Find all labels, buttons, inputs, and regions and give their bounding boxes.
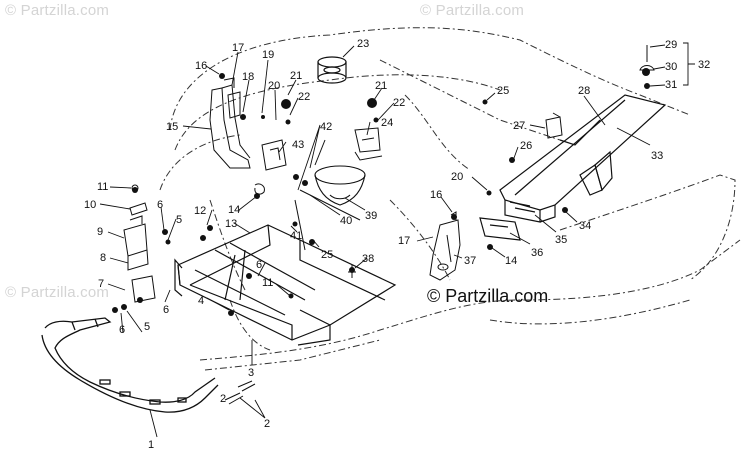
callout-25b: 25: [497, 85, 509, 97]
callout-37: 37: [464, 255, 476, 267]
callout-31: 31: [665, 79, 677, 91]
callout-17b: 17: [398, 235, 410, 247]
callout-38: 38: [362, 253, 374, 265]
callout-16: 16: [195, 60, 207, 72]
callout-13: 13: [225, 218, 237, 230]
callout-6c: 6: [163, 304, 169, 316]
front-frame: [174, 224, 397, 346]
callouts: 1 2 2 3 4 5 5 6 6 6 6 7 8 9 10 11 11 12 …: [84, 38, 710, 451]
callout-40: 40: [340, 215, 352, 227]
callout-39: 39: [365, 210, 377, 222]
callout-16b: 16: [430, 189, 442, 201]
callout-12: 12: [194, 205, 206, 217]
left-bracket-assembly: [123, 184, 156, 303]
callout-26: 26: [520, 140, 532, 152]
bumper-bolts: [224, 380, 256, 405]
callout-21b: 21: [375, 80, 387, 92]
callout-8: 8: [100, 252, 106, 264]
watermark: © Partzilla.com: [5, 284, 110, 301]
callout-14: 14: [228, 204, 240, 216]
callout-34: 34: [579, 220, 591, 232]
callout-10: 10: [84, 199, 96, 211]
clutch-pulley: [317, 56, 347, 84]
mount-bracket: [354, 127, 383, 161]
callout-41: 41: [290, 230, 302, 242]
callout-6: 6: [119, 324, 125, 336]
callout-7: 7: [98, 278, 104, 290]
rail-assembly: [479, 94, 667, 241]
callout-2b: 2: [220, 393, 226, 405]
callout-20: 20: [268, 80, 280, 92]
center-bracket: [254, 139, 287, 195]
callout-20b: 20: [451, 171, 463, 183]
knob-stack: [639, 45, 655, 71]
callout-42: 42: [320, 121, 332, 133]
callout-23: 23: [357, 38, 369, 50]
callout-14b: 14: [505, 255, 517, 267]
callout-3: 3: [248, 367, 254, 379]
steering-support: [209, 77, 251, 169]
callout-17: 17: [232, 42, 244, 54]
callout-36: 36: [531, 247, 543, 259]
callout-27: 27: [513, 120, 525, 132]
callout-6b: 6: [157, 199, 163, 211]
callout-4: 4: [198, 295, 204, 307]
callout-28: 28: [578, 85, 590, 97]
callout-6d: 6: [256, 259, 262, 271]
callout-22: 22: [298, 91, 310, 103]
callout-5: 5: [144, 321, 150, 333]
hood-outline: [159, 27, 741, 371]
leader-lines: [99, 42, 695, 438]
callout-25: 25: [321, 249, 333, 261]
watermark: © Partzilla.com: [5, 2, 110, 19]
callout-18: 18: [242, 71, 254, 83]
front-bumper: [41, 317, 219, 413]
callout-11b: 11: [262, 277, 273, 289]
callout-35: 35: [555, 234, 567, 246]
copyright-label: © Partzilla.com: [427, 286, 549, 306]
watermark: © Partzilla.com: [420, 2, 525, 19]
callout-32: 32: [698, 59, 710, 71]
callout-15: 15: [166, 121, 178, 133]
callout-11: 11: [97, 181, 108, 193]
latch-block: [545, 112, 563, 139]
rods: [294, 139, 361, 251]
fill-neck: [314, 165, 366, 206]
callout-22b: 22: [393, 97, 405, 109]
callout-21: 21: [290, 70, 302, 82]
callout-19: 19: [262, 49, 274, 61]
callout-5b: 5: [176, 214, 182, 226]
callout-24: 24: [381, 117, 393, 129]
callout-43: 43: [292, 139, 304, 151]
callout-1: 1: [148, 439, 154, 451]
callout-29: 29: [665, 39, 677, 51]
callout-30: 30: [665, 61, 677, 73]
callout-9: 9: [97, 226, 103, 238]
side-bracket: [429, 211, 461, 281]
stud: [348, 265, 356, 278]
callout-33: 33: [651, 150, 663, 162]
callout-2: 2: [264, 418, 270, 430]
